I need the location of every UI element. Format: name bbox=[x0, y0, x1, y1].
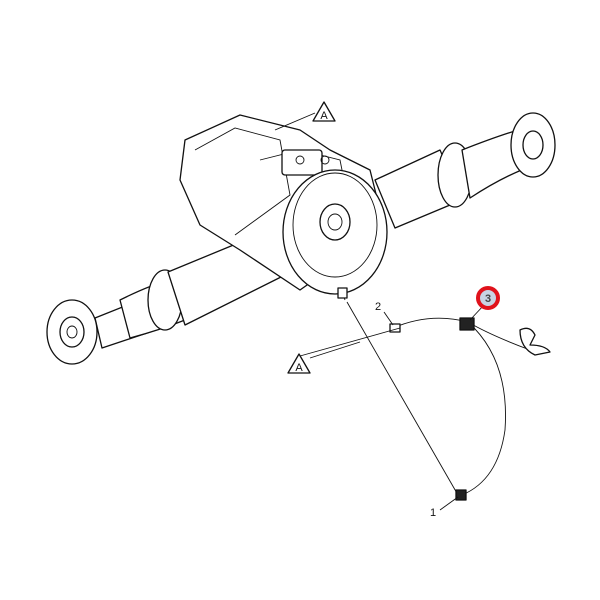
wheel-speed-sensor-harness bbox=[299, 287, 551, 501]
callout-a-bottom: A bbox=[287, 353, 311, 374]
callout-2: 2 bbox=[375, 301, 381, 313]
differential-cover bbox=[282, 169, 388, 295]
harness-lower-clip bbox=[455, 489, 467, 501]
callout-a-top: A bbox=[312, 101, 336, 122]
svg-text:3: 3 bbox=[485, 293, 491, 305]
right-axle-assembly bbox=[374, 112, 556, 229]
bracket bbox=[519, 327, 551, 356]
callout-1: 1 bbox=[430, 507, 436, 519]
svg-text:A: A bbox=[295, 362, 303, 374]
svg-text:A: A bbox=[320, 110, 328, 122]
harness-clip bbox=[459, 317, 475, 331]
callout-3-highlighted[interactable]: 3 bbox=[476, 286, 500, 310]
sensor-connector bbox=[337, 287, 348, 299]
